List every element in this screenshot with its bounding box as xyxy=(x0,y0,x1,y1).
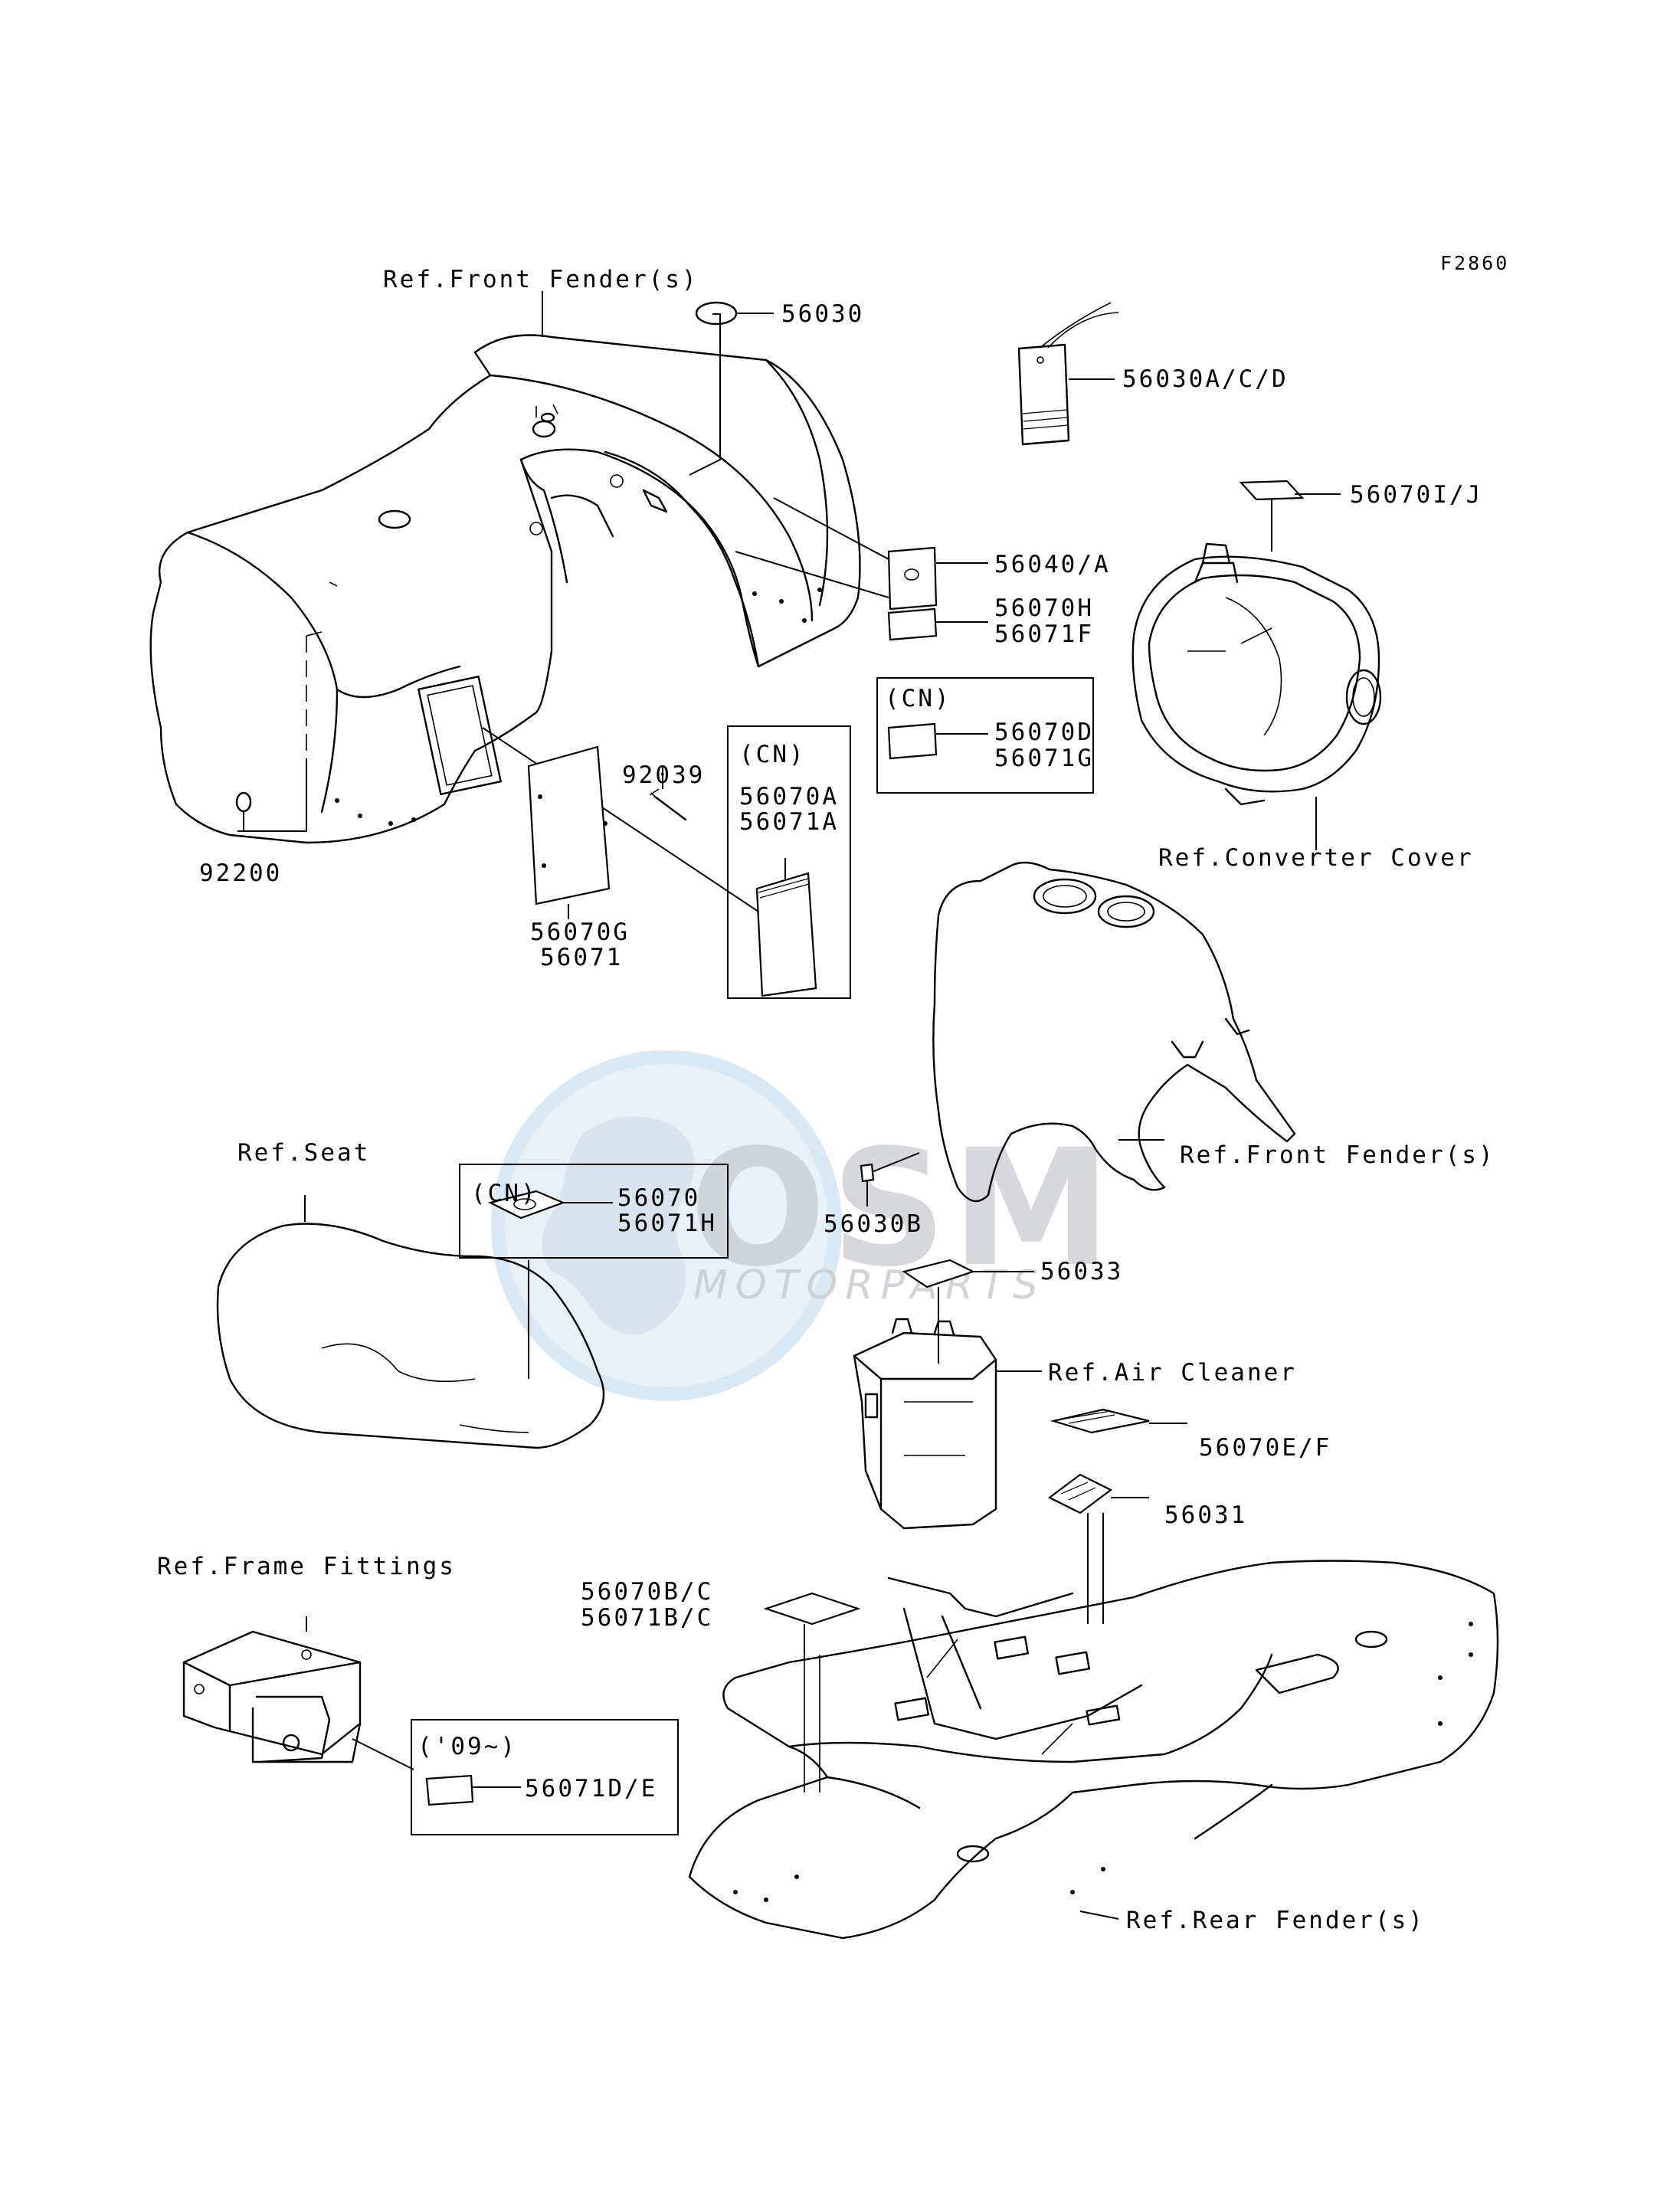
part-56030b: 56030B xyxy=(824,1210,923,1238)
cn-label-2: (CN) xyxy=(739,741,806,768)
rear-fender-drawing xyxy=(688,1560,1499,1940)
part-56040a: 56040/A xyxy=(994,551,1111,578)
converter-cover-drawing xyxy=(1131,542,1382,806)
cn-box-56070 xyxy=(459,1164,729,1259)
part-56030: 56030 xyxy=(781,300,864,328)
watermark: OSM MOTORPARTS xyxy=(491,1050,1116,1401)
watermark-sub: MOTORPARTS xyxy=(693,1262,1046,1308)
part-56031: 56031 xyxy=(1164,1501,1247,1529)
part-92200: 92200 xyxy=(199,859,282,887)
part-92039: 92039 xyxy=(622,761,705,789)
y09-label: ('09~) xyxy=(418,1733,517,1760)
tag-label-icon xyxy=(1017,302,1119,446)
figure-id: F2860 xyxy=(1440,252,1509,274)
ref-rear-fender: Ref.Rear Fender(s) xyxy=(1126,1907,1425,1934)
part-56070h: 56070H xyxy=(994,594,1094,622)
part-56070d: 56070D xyxy=(994,719,1094,746)
part-56071bc: 56071B/C xyxy=(581,1604,713,1632)
part-56071de: 56071D/E xyxy=(525,1775,657,1802)
part-56071: 56071 xyxy=(540,944,623,971)
part-56071g: 56071G xyxy=(994,745,1094,772)
ref-frame-fittings: Ref.Frame Fittings xyxy=(157,1553,456,1580)
part-56071h: 56071H xyxy=(617,1210,717,1237)
part-56071f: 56071F xyxy=(994,620,1094,648)
ref-converter-cover: Ref.Converter Cover xyxy=(1158,844,1474,872)
cn-box-56070a xyxy=(727,725,851,999)
cn-label-1: (CN) xyxy=(885,685,951,712)
part-56030acd: 56030A/C/D xyxy=(1122,365,1289,393)
part-56070ef: 56070E/F xyxy=(1199,1434,1331,1462)
part-56070a: 56070A xyxy=(739,783,839,810)
cn-box-56070d xyxy=(876,677,1094,794)
ref-front-fender-top: Ref.Front Fender(s) xyxy=(383,266,699,293)
front-fender-top-drawing xyxy=(149,334,861,844)
sticker-56040-icon xyxy=(887,546,938,611)
watermark-brand: OSM xyxy=(689,1115,1116,1302)
ref-front-fender-mid: Ref.Front Fender(s) xyxy=(1180,1141,1495,1169)
part-56070ij: 56070I/J xyxy=(1350,481,1482,509)
front-fender-mid-drawing xyxy=(932,861,1296,1203)
part-56033: 56033 xyxy=(1040,1258,1123,1285)
part-56070bc: 56070B/C xyxy=(581,1578,713,1606)
watermark-continent-shape xyxy=(542,1116,695,1335)
seat-drawing xyxy=(216,1223,605,1449)
ref-seat: Ref.Seat xyxy=(237,1139,370,1167)
cn-label-3: (CN) xyxy=(471,1180,538,1207)
y09-box xyxy=(411,1719,679,1835)
air-cleaner-drawing xyxy=(853,1318,997,1530)
ref-air-cleaner: Ref.Air Cleaner xyxy=(1048,1359,1297,1387)
part-56070: 56070 xyxy=(617,1184,700,1212)
part-56070g: 56070G xyxy=(530,918,630,946)
part-56071a: 56071A xyxy=(739,808,839,836)
frame-fittings-drawing xyxy=(182,1630,362,1763)
